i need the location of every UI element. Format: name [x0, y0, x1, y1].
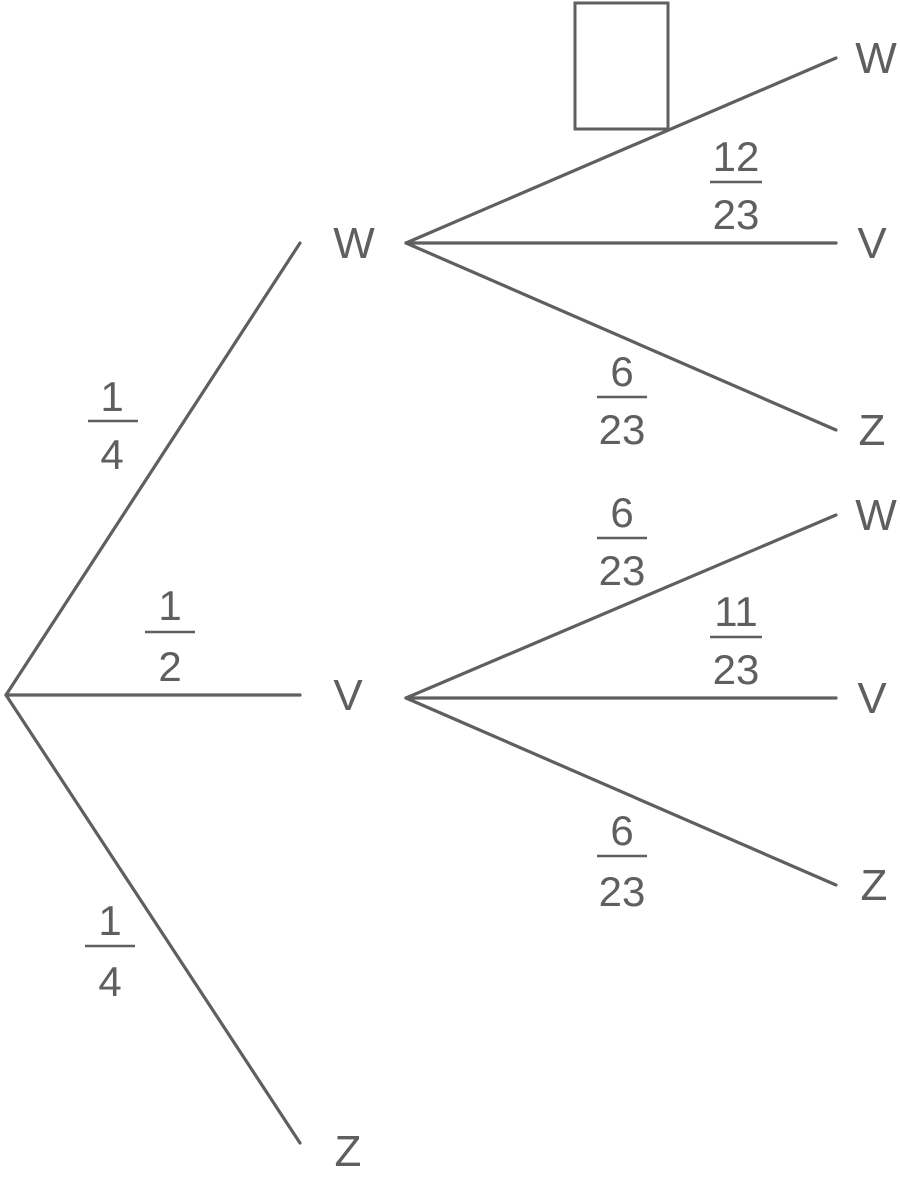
branch-v-to-z [404, 696, 838, 887]
prob-w-z: 6 23 [597, 348, 647, 453]
prob-v-v-numerator: 11 [714, 588, 758, 635]
branch-w-to-z [404, 241, 838, 432]
node-z: Z [335, 1127, 362, 1176]
prob-root-v: 1 2 [145, 582, 195, 690]
answer-box-w-w[interactable] [573, 1, 670, 131]
node-v: V [333, 671, 363, 720]
branch-root-to-w [4, 241, 302, 697]
branch-v-to-w [404, 513, 838, 700]
prob-v-z-denominator: 23 [599, 868, 646, 915]
branch-root-to-z [4, 693, 302, 1145]
prob-v-w-denominator: 23 [599, 547, 646, 594]
prob-w-z-denominator: 23 [599, 406, 646, 453]
prob-root-z-denominator: 4 [98, 958, 121, 1005]
node-v-z: Z [861, 861, 888, 910]
prob-v-w-numerator: 6 [610, 489, 633, 536]
node-w: W [333, 219, 375, 268]
prob-root-z: 1 4 [85, 897, 135, 1005]
prob-w-v: 12 23 [710, 133, 762, 238]
prob-v-v: 11 23 [710, 588, 762, 693]
prob-root-z-numerator: 1 [98, 897, 121, 944]
node-w-w: W [855, 34, 897, 83]
prob-w-v-numerator: 12 [713, 133, 760, 180]
prob-root-w-numerator: 1 [100, 373, 123, 420]
prob-w-v-denominator: 23 [713, 191, 760, 238]
node-w-z: Z [859, 406, 886, 455]
node-v-v: V [857, 674, 887, 723]
prob-root-v-numerator: 1 [158, 582, 181, 629]
branch-w-to-w [404, 56, 838, 245]
prob-v-z-numerator: 6 [610, 807, 633, 854]
prob-root-w-denominator: 4 [100, 431, 123, 478]
node-w-v: V [857, 219, 887, 268]
prob-v-v-denominator: 23 [713, 646, 760, 693]
prob-w-z-numerator: 6 [610, 348, 633, 395]
prob-v-z: 6 23 [597, 807, 647, 915]
prob-v-w: 6 23 [597, 489, 647, 594]
prob-root-v-denominator: 2 [158, 643, 181, 690]
node-v-w: W [855, 491, 897, 540]
prob-root-w: 1 4 [88, 373, 138, 478]
